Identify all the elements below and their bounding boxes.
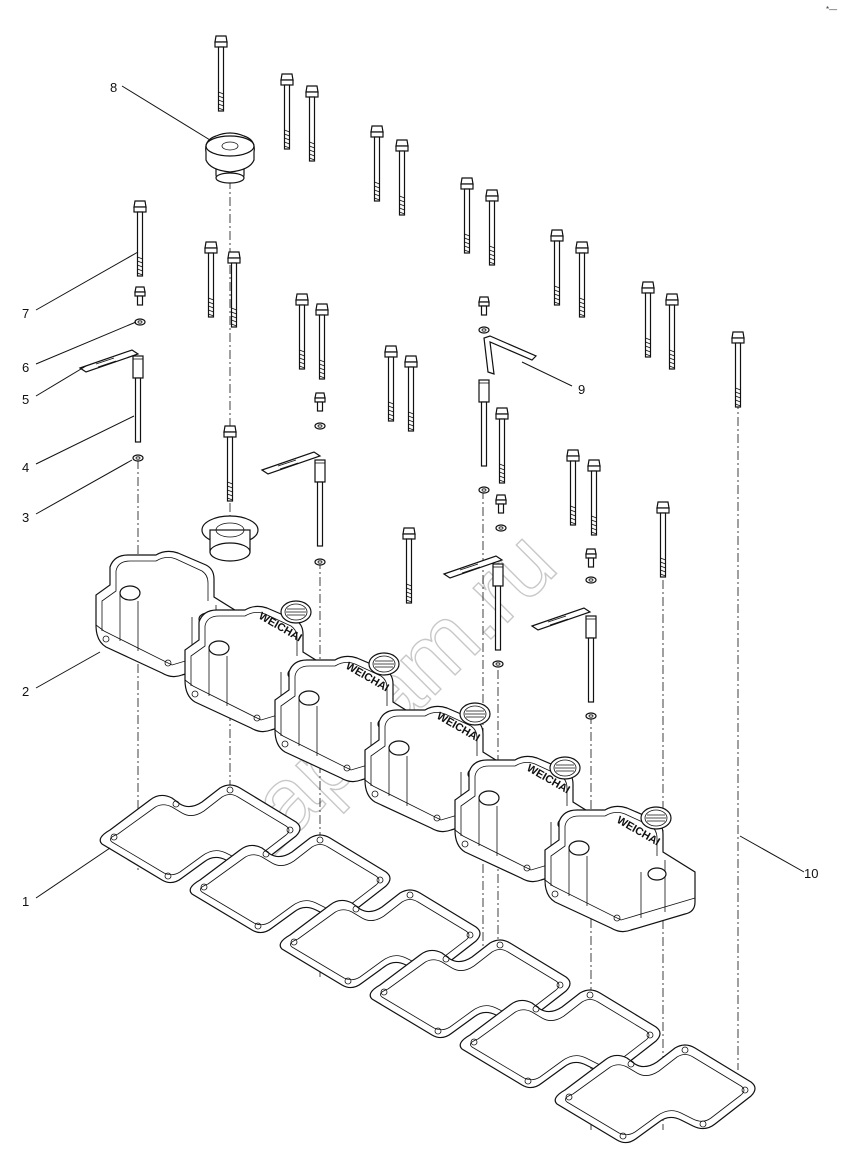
bolt <box>305 85 319 162</box>
washer <box>134 318 146 326</box>
washer <box>314 422 326 430</box>
callout-10: 10 <box>804 866 818 881</box>
weichai-badge-icon <box>368 652 400 676</box>
corner-mark: *— <box>826 5 837 14</box>
short-bolt <box>478 296 490 316</box>
washer <box>585 712 597 720</box>
bolt <box>404 355 418 432</box>
bracket <box>261 451 321 475</box>
washer <box>132 454 144 462</box>
stud <box>585 615 597 703</box>
bolt <box>295 293 309 370</box>
oil-filler-cap <box>205 132 255 184</box>
bolt <box>485 189 499 266</box>
bolt <box>495 407 509 484</box>
bolt <box>370 125 384 202</box>
washer <box>495 524 507 532</box>
bolt <box>460 177 474 254</box>
short-bolt <box>495 494 507 514</box>
bolt <box>731 331 745 408</box>
bolt <box>133 200 147 277</box>
callout-2: 2 <box>22 684 29 699</box>
callout-5: 5 <box>22 392 29 407</box>
oil-filler-neck <box>201 515 259 562</box>
callout-labels: 1 2 3 4 5 6 7 8 9 10 <box>22 80 818 909</box>
weichai-badge-icon <box>459 702 491 726</box>
callout-7: 7 <box>22 306 29 321</box>
bolt <box>656 501 670 578</box>
bolt <box>575 241 589 318</box>
stud <box>478 379 490 467</box>
bolt <box>587 459 601 536</box>
washer <box>492 660 504 668</box>
short-bolt <box>585 548 597 568</box>
bracket <box>79 349 139 373</box>
bolt <box>566 449 580 526</box>
short-bolt <box>314 392 326 412</box>
bolt <box>665 293 679 370</box>
bolt <box>204 241 218 318</box>
bracket-item-9 <box>483 335 538 375</box>
callout-4: 4 <box>22 460 29 475</box>
bolt <box>315 303 329 380</box>
stud <box>314 459 326 547</box>
bolt <box>223 425 237 502</box>
callout-1: 1 <box>22 894 29 909</box>
washer <box>478 486 490 494</box>
bolt <box>384 345 398 422</box>
callout-8: 8 <box>110 80 117 95</box>
callout-3: 3 <box>22 510 29 525</box>
short-bolt <box>134 286 146 306</box>
callout-6: 6 <box>22 360 29 375</box>
weichai-badge-icon <box>640 806 672 830</box>
callout-9: 9 <box>578 382 585 397</box>
bolt <box>395 139 409 216</box>
bolt <box>402 527 416 604</box>
washer <box>314 558 326 566</box>
bracket-set <box>79 335 591 631</box>
bolt <box>641 281 655 358</box>
washer <box>478 326 490 334</box>
bolt <box>280 73 294 150</box>
bolt <box>550 229 564 306</box>
bolt <box>214 35 228 112</box>
weichai-badge-icon <box>280 600 312 624</box>
stud <box>132 355 144 443</box>
leader-lines <box>35 85 805 899</box>
washer <box>585 576 597 584</box>
